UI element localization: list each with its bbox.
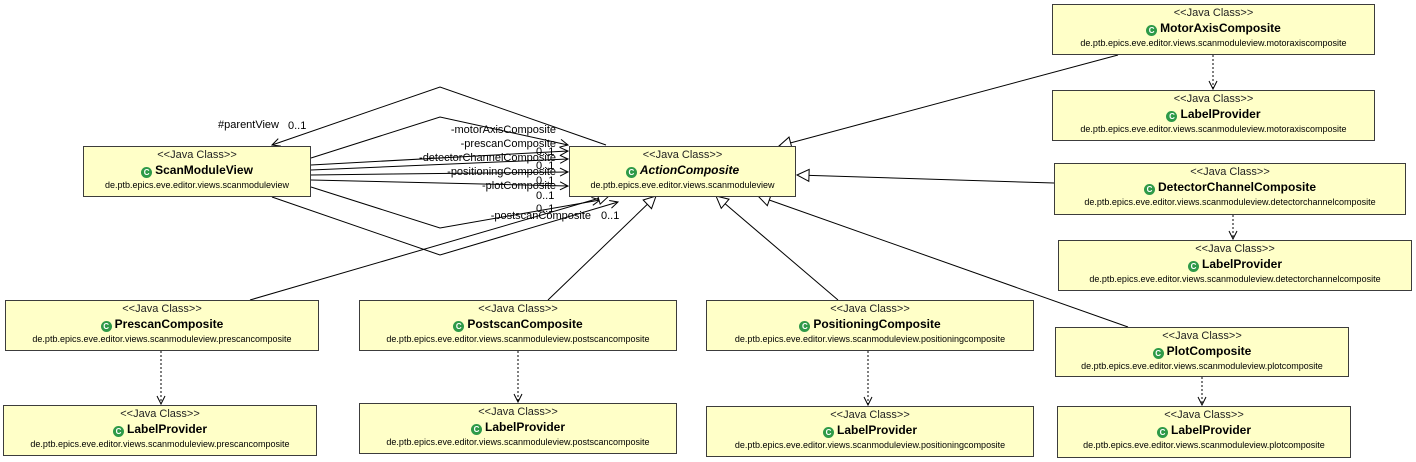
class-c-icon: C xyxy=(470,424,482,435)
stereotype-label: <<Java Class>> xyxy=(642,149,723,161)
postscan-multiplicity-a: 0..1 xyxy=(536,203,555,215)
class-name: LabelProvider xyxy=(1180,107,1261,121)
package-name: de.ptb.epics.eve.editor.views.scanmodule… xyxy=(104,180,290,190)
stereotype-label: <<Java Class>> xyxy=(1195,243,1275,255)
positioning-association xyxy=(310,172,568,175)
package-name: de.ptb.epics.eve.editor.views.scanmodule… xyxy=(1083,440,1325,450)
package-name: de.ptb.epics.eve.editor.views.scanmodule… xyxy=(1080,38,1347,48)
class-name: DetectorChannelComposite xyxy=(1157,180,1317,194)
class-name: LabelProvider xyxy=(836,423,918,437)
package-name: de.ptb.epics.eve.editor.views.scanmodule… xyxy=(386,437,650,447)
package-name: de.ptb.epics.eve.editor.views.scanmodule… xyxy=(1084,197,1376,207)
package-name: de.ptb.epics.eve.editor.views.scanmodule… xyxy=(30,439,290,449)
parent-view-multiplicity: 0..1 xyxy=(288,120,307,132)
plot-multiplicity: 0..1 xyxy=(536,190,555,202)
inherit-plot xyxy=(758,196,1129,328)
class-c-icon: C xyxy=(1166,111,1178,122)
class-name: LabelProvider xyxy=(1170,423,1252,437)
prescan-multiplicity: 0..1 xyxy=(536,146,555,158)
stereotype-label: <<Java Class>> xyxy=(830,409,910,421)
class-name: PositioningComposite xyxy=(813,317,941,331)
package-name: de.ptb.epics.eve.editor.views.scanmodule… xyxy=(1089,274,1381,284)
class-c-icon: C xyxy=(1152,348,1164,359)
stereotype-label: <<Java Class>> xyxy=(1173,7,1254,19)
package-name: de.ptb.epics.eve.editor.views.scanmodule… xyxy=(386,334,650,344)
inherit-postscan xyxy=(547,196,656,301)
package-name: de.ptb.epics.eve.editor.views.scanmodule… xyxy=(734,440,1006,450)
positioning-multiplicity: 0..1 xyxy=(536,175,555,187)
plot-association xyxy=(310,179,568,186)
postscan-association xyxy=(310,186,600,229)
stereotype-label: <<Java Class>> xyxy=(1173,93,1254,105)
class-name: PrescanComposite xyxy=(114,317,224,331)
parent-view-role-label: #parentView xyxy=(218,119,279,131)
class-c-icon: C xyxy=(100,321,112,332)
inherit-motor-axis xyxy=(779,54,1119,146)
stereotype-label: <<Java Class>> xyxy=(122,303,202,315)
class-c-icon: C xyxy=(112,426,124,437)
class-name: LabelProvider xyxy=(126,422,208,436)
class-name: LabelProvider xyxy=(484,420,566,434)
stereotype-label: <<Java Class>> xyxy=(1190,166,1270,178)
class-name: MotorAxisComposite xyxy=(1160,21,1281,35)
class-c-icon: C xyxy=(822,427,834,438)
class-c-icon: C xyxy=(1187,261,1199,272)
class-c-icon: C xyxy=(1146,25,1158,36)
detector-channel-role-label: -detectorChannelComposite xyxy=(419,152,556,164)
positioning-role-label: -positioningComposite xyxy=(447,166,556,178)
inherit-positioning xyxy=(716,196,839,301)
parent-return-line xyxy=(271,196,618,256)
class-c-icon: C xyxy=(453,321,465,332)
stereotype-label: <<Java Class>> xyxy=(120,408,200,420)
class-name: PostscanComposite xyxy=(467,317,583,331)
abstract-class-c-icon: C xyxy=(625,167,637,178)
package-name: de.ptb.epics.eve.editor.views.scanmodule… xyxy=(734,334,1006,344)
postscan-role-label: -postscanComposite xyxy=(490,210,591,222)
class-name: LabelProvider xyxy=(1201,257,1283,271)
prescan-association xyxy=(310,151,568,166)
stereotype-label: <<Java Class>> xyxy=(478,303,558,315)
detector-channel-association xyxy=(310,159,568,171)
motor-axis-role-label: -motorAxisComposite xyxy=(450,124,556,136)
class-c-icon: C xyxy=(1143,184,1155,195)
parent-view-association xyxy=(272,86,607,145)
plot-role-label: -plotComposite xyxy=(482,180,556,192)
stereotype-label: <<Java Class>> xyxy=(830,303,910,315)
class-name: ActionComposite xyxy=(639,163,740,177)
package-name: de.ptb.epics.eve.editor.views.scanmodule… xyxy=(1080,124,1347,134)
motor-axis-association xyxy=(310,116,568,159)
package-name: de.ptb.epics.eve.editor.views.scanmodule… xyxy=(1081,361,1323,371)
detector-channel-multiplicity: 0..1 xyxy=(536,160,555,172)
package-name: de.ptb.epics.eve.editor.views.scanmodule… xyxy=(32,334,292,344)
package-name: de.ptb.epics.eve.editor.views.scanmodule… xyxy=(590,180,775,190)
class-name: ScanModuleView xyxy=(155,163,253,177)
class-name: PlotComposite xyxy=(1166,344,1252,358)
inherit-detector-channel xyxy=(797,175,1055,184)
stereotype-label: <<Java Class>> xyxy=(1164,409,1244,421)
postscan-multiplicity-b: 0..1 xyxy=(601,210,620,222)
class-c-icon: C xyxy=(141,167,153,178)
class-c-icon: C xyxy=(1156,427,1168,438)
inherit-prescan xyxy=(249,195,610,301)
stereotype-label: <<Java Class>> xyxy=(478,406,558,418)
stereotype-label: <<Java Class>> xyxy=(1162,330,1242,342)
prescan-role-label: -prescanComposite xyxy=(460,138,556,150)
class-c-icon: C xyxy=(799,321,811,332)
stereotype-label: <<Java Class>> xyxy=(157,149,237,161)
